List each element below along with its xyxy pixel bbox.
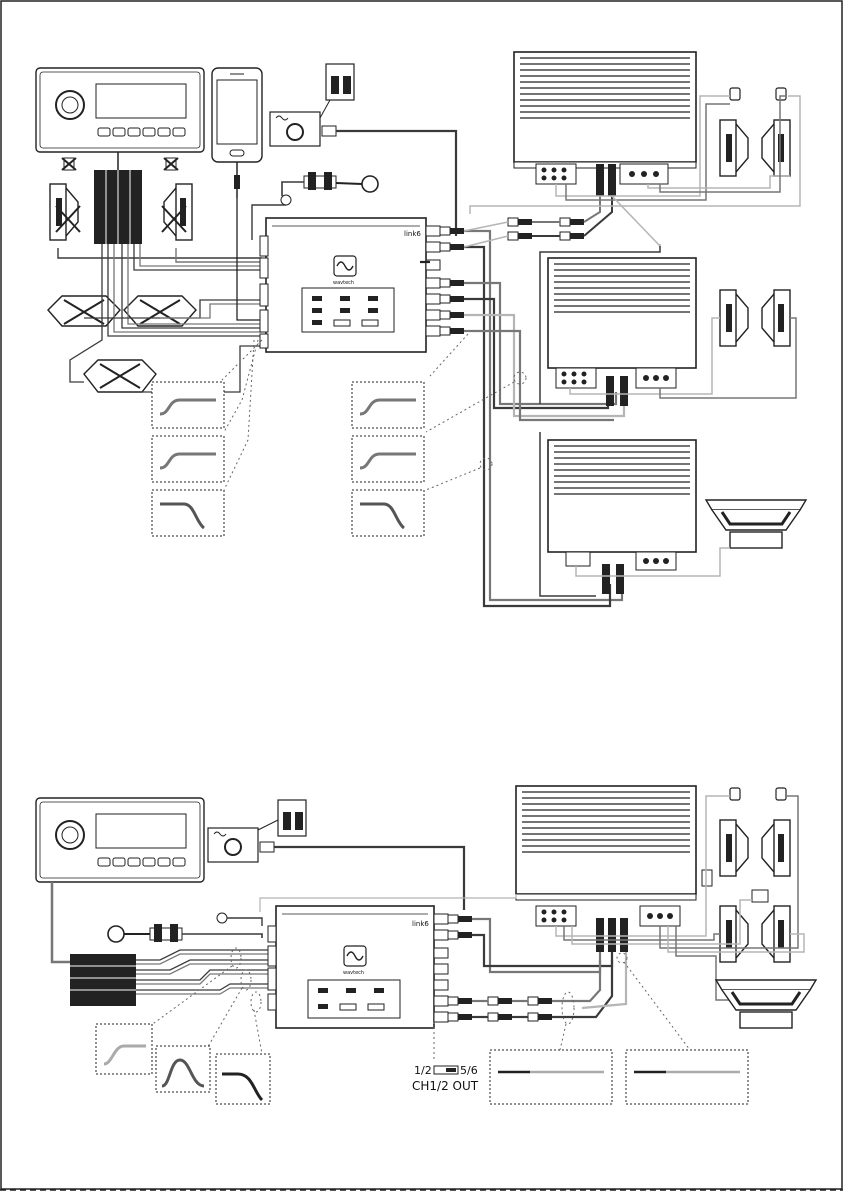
processor-link6-1: link6 wavtech [260, 218, 440, 352]
amplifier-1 [514, 52, 696, 196]
crossed-rear-speaker-right [124, 296, 196, 326]
output-select-switch: 1/2 5/6 CH1/2 OUT [412, 1022, 479, 1093]
remote-control-icon [208, 828, 274, 862]
diagram-2: link6 wavtech [36, 786, 816, 1104]
amplifier-3 [548, 440, 696, 594]
filter-graph-hpf-1d [352, 382, 424, 428]
filter-graph-hpf-1a [152, 382, 224, 428]
fuse-holder-icon [108, 924, 182, 942]
head-unit-1 [36, 68, 204, 152]
switch-caption: CH1/2 OUT [412, 1079, 479, 1093]
factory-amplifier-2 [70, 954, 136, 1006]
wavtech-logo-icon [334, 256, 356, 276]
wavtech-logo-icon [344, 946, 366, 966]
filter-graph-lpf-1f [352, 490, 424, 536]
filter-graph-lpf-1c [152, 490, 224, 536]
fuse-holder-icon [304, 172, 378, 192]
diagram-1: link6 wavtech [36, 52, 806, 606]
filter-graph-lpf-2c [216, 1054, 270, 1104]
smartphone-icon [212, 68, 262, 162]
processor-link6-2: link6 wavtech [268, 906, 448, 1028]
filter-graph-hpf-1b [152, 436, 224, 482]
filter-graph-boxes-1 [152, 382, 424, 536]
crossed-subwoofer [84, 360, 156, 392]
crossed-rear-speaker-left [48, 296, 120, 326]
processor-model-label: link6 [412, 920, 429, 928]
amplifier-4 [516, 786, 696, 952]
processor-model-label: link6 [404, 230, 421, 238]
switch-left-label: 1/2 [414, 1064, 432, 1077]
remote-control-icon [270, 112, 336, 146]
processor-brand-label: wavtech [343, 970, 364, 976]
level-graph-2e [626, 1050, 748, 1104]
filter-graph-hpf-1e [352, 436, 424, 482]
crossed-door-speaker-left [50, 158, 80, 240]
amplifier-2 [548, 258, 696, 406]
filter-graph-hpf-2a [96, 1024, 152, 1074]
dip-switch-icon [326, 64, 354, 100]
control-panel [308, 980, 400, 1018]
display-screen [96, 84, 186, 118]
subwoofer-2 [716, 980, 816, 1028]
head-unit-2 [36, 798, 204, 882]
crossed-door-speaker-right [162, 158, 192, 240]
level-graph-2d [490, 1050, 612, 1104]
factory-amplifier-1 [94, 170, 142, 244]
dip-switch-icon [278, 800, 306, 836]
y-adapter-cables [464, 196, 612, 247]
processor-brand-label: wavtech [333, 280, 354, 286]
switch-right-label: 5/6 [460, 1064, 478, 1077]
